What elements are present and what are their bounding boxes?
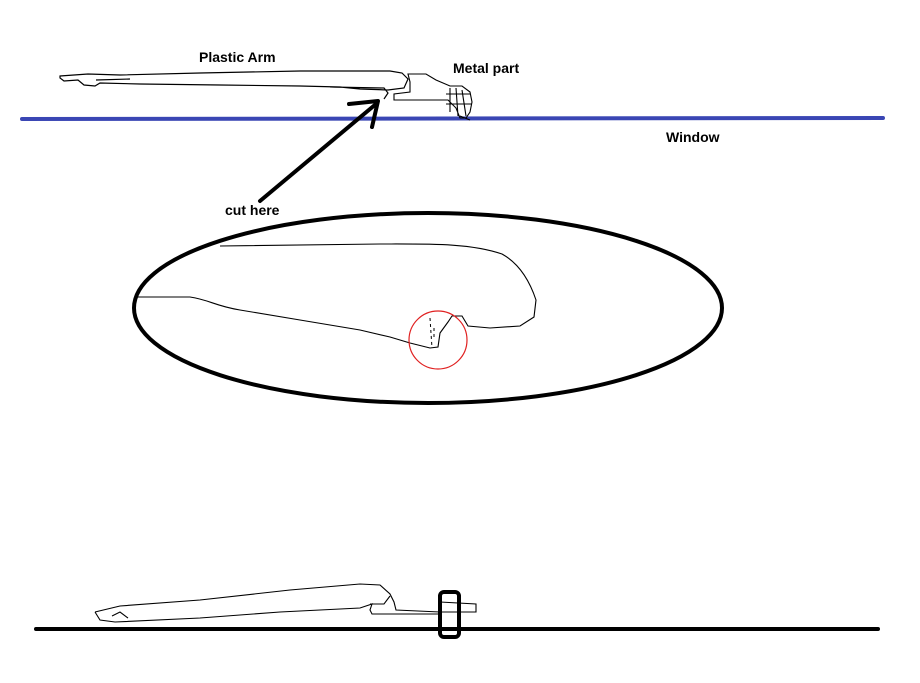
cut-arrow-shaft bbox=[258, 102, 378, 203]
plastic-arm-outline bbox=[59, 70, 409, 100]
zoomed-notch bbox=[429, 317, 435, 349]
metal-part-label: Metal part bbox=[453, 60, 519, 76]
cut-here-label: cut here bbox=[225, 202, 280, 218]
cut-arrow-head bbox=[347, 99, 380, 129]
bottom-arm-outline bbox=[94, 583, 477, 623]
window-label: Window bbox=[666, 129, 720, 145]
plastic-arm-label: Plastic Arm bbox=[199, 49, 276, 65]
window-clip bbox=[438, 590, 461, 639]
zoom-detail bbox=[132, 211, 724, 405]
zoomed-arm-outline bbox=[137, 243, 537, 349]
top-assembly: Plastic Arm Metal part Window cut here bbox=[20, 49, 885, 218]
cut-point-highlight bbox=[408, 310, 468, 370]
zoom-ellipse bbox=[132, 211, 724, 405]
bottom-assembly bbox=[34, 583, 880, 639]
metal-part-outline bbox=[393, 73, 473, 121]
window-line bbox=[20, 116, 885, 121]
